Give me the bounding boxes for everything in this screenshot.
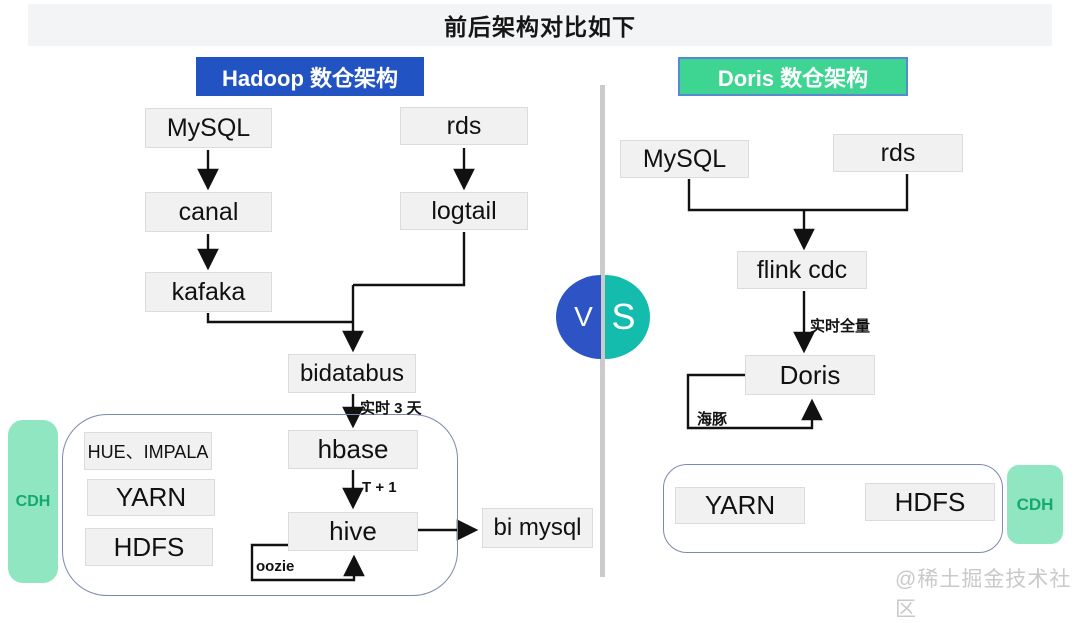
node-hive: hive bbox=[288, 512, 418, 551]
page-title: 前后架构对比如下 bbox=[28, 4, 1052, 46]
vs-letter-s: S bbox=[611, 296, 636, 337]
node-hbase: hbase bbox=[288, 430, 418, 469]
edge-label-realtime-3day: 实时 3 天 bbox=[360, 400, 422, 417]
node-doris-yarn: YARN bbox=[675, 487, 805, 524]
hadoop-cdh-tab: CDH bbox=[8, 420, 58, 583]
node-bidatabus: bidatabus bbox=[288, 354, 416, 393]
node-kafaka: kafaka bbox=[145, 272, 272, 312]
hadoop-architecture-header: Hadoop 数仓架构 bbox=[196, 57, 424, 96]
vs-badge: V S bbox=[556, 275, 650, 359]
node-hue-impala: HUE、IMPALA bbox=[84, 432, 212, 470]
node-hadoop-rds: rds bbox=[400, 107, 528, 145]
node-flink-cdc: flink cdc bbox=[737, 251, 867, 289]
doris-cdh-cluster-box bbox=[663, 464, 1003, 553]
edge-label-dolphin: 海豚 bbox=[697, 411, 728, 428]
node-doris-rds: rds bbox=[833, 134, 963, 172]
edge-label-oozie: oozie bbox=[256, 558, 295, 575]
node-doris: Doris bbox=[745, 355, 875, 395]
node-doris-hdfs: HDFS bbox=[865, 483, 995, 521]
watermark: @稀土掘金技术社区 bbox=[895, 568, 1072, 621]
node-logtail: logtail bbox=[400, 192, 528, 230]
node-bi-mysql: bi mysql bbox=[482, 508, 593, 548]
node-doris-mysql: MySQL bbox=[620, 140, 749, 178]
center-divider bbox=[600, 85, 605, 577]
node-hadoop-hdfs: HDFS bbox=[85, 528, 213, 566]
vs-letter-v: V bbox=[574, 301, 593, 332]
hadoop-cdh-cluster-box bbox=[62, 414, 458, 596]
vs-left-half: V bbox=[556, 275, 601, 359]
edge-label-t-plus-1: T + 1 bbox=[362, 479, 397, 496]
node-canal: canal bbox=[145, 192, 272, 232]
doris-cdh-tab: CDH bbox=[1007, 465, 1063, 544]
doris-architecture-header: Doris 数仓架构 bbox=[678, 57, 908, 96]
vs-right-half: S bbox=[605, 275, 650, 359]
edge-label-realtime-full: 实时全量 bbox=[810, 318, 871, 335]
node-hadoop-mysql: MySQL bbox=[145, 108, 272, 148]
node-hadoop-yarn: YARN bbox=[87, 479, 215, 516]
